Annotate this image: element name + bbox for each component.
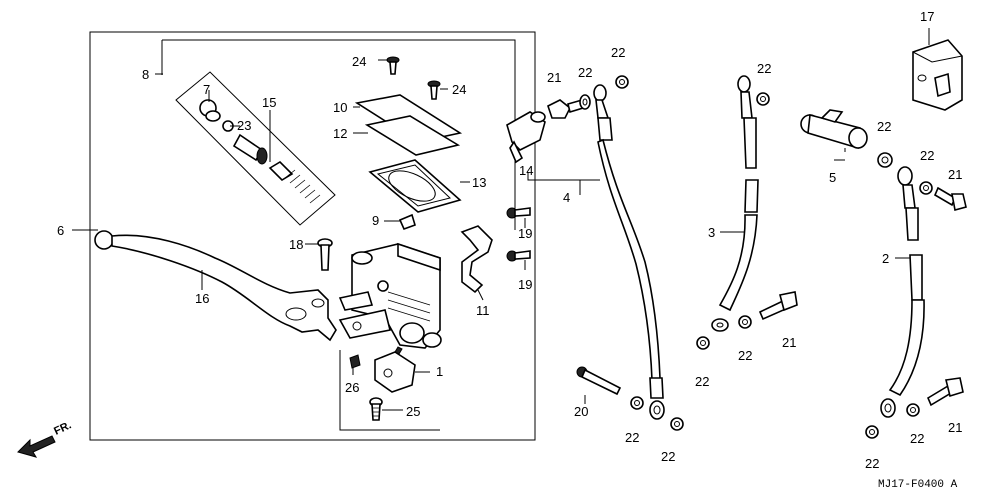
washer-22f [696, 336, 710, 350]
bolt-21a [547, 98, 584, 119]
callout-8: 8 [142, 67, 149, 82]
screw-26 [349, 354, 361, 369]
callout-6: 6 [57, 223, 64, 238]
callout-22h: 22 [625, 430, 639, 445]
callout-11: 11 [476, 303, 490, 318]
clip-9 [398, 213, 416, 231]
screw-25 [369, 397, 383, 421]
diagram-code: MJ17-F0400 A [878, 479, 958, 491]
callout-4: 4 [563, 190, 570, 205]
callout-21b: 21 [782, 335, 796, 350]
front-direction-arrow: FR. [17, 419, 73, 458]
bolt-20 [576, 366, 622, 396]
front-direction-label: FR. [52, 419, 73, 437]
callout-3: 3 [708, 225, 715, 240]
brake-lever-16 [94, 230, 337, 342]
bolt-21d [926, 377, 964, 407]
callout-22j: 22 [910, 431, 924, 446]
screw-24a [386, 56, 400, 75]
callout-22f: 22 [695, 374, 709, 389]
washer-22h [877, 152, 893, 168]
callout-22c: 22 [757, 61, 771, 76]
callout-1: 1 [436, 364, 443, 379]
washer-22j [906, 403, 920, 417]
callout-labels: 1 2 3 4 5 6 7 8 9 10 11 12 13 14 15 16 1… [57, 9, 962, 471]
callout-22k: 22 [865, 456, 879, 471]
callout-18: 18 [289, 237, 303, 252]
leader-lines [72, 28, 930, 411]
brake-hose-3 [711, 75, 759, 332]
washer-22k [865, 425, 879, 439]
bolt-21b [758, 291, 798, 321]
callout-5: 5 [829, 170, 836, 185]
washer-22e [756, 92, 770, 106]
brake-hose-4 [593, 84, 665, 420]
callout-21d: 21 [948, 420, 962, 435]
callout-10: 10 [333, 100, 347, 115]
three-way-joint-5 [800, 109, 868, 150]
callout-25: 25 [406, 404, 420, 419]
callout-9: 9 [372, 213, 379, 228]
callout-17: 17 [920, 9, 934, 24]
holder-11 [460, 225, 493, 294]
reservoir-cap [354, 94, 463, 213]
washer-22i [919, 181, 933, 195]
subassembly-8-frame [161, 39, 516, 230]
bracket-17 [912, 39, 963, 111]
callout-21c: 21 [948, 167, 962, 182]
callout-16: 16 [195, 291, 209, 306]
washer-22c [630, 396, 644, 410]
assembly-frame [89, 31, 536, 441]
callout-23: 23 [237, 118, 251, 133]
bolt-21c [933, 186, 967, 212]
callout-15: 15 [262, 95, 276, 110]
subassembly-switch-frame [339, 350, 440, 431]
callout-22b: 22 [578, 65, 592, 80]
callout-22g: 22 [738, 348, 752, 363]
callout-22d: 22 [877, 119, 891, 134]
bolt-19b [506, 250, 531, 262]
master-cylinder-body [338, 242, 442, 349]
washer-22b [615, 75, 629, 89]
callout-19a: 19 [518, 226, 532, 241]
washer-22g [738, 315, 752, 329]
screw-24b [427, 80, 441, 100]
callout-19b: 19 [518, 277, 532, 292]
callout-2: 2 [882, 251, 889, 266]
washer-22a [579, 94, 591, 110]
callout-24a: 24 [352, 54, 366, 69]
callout-13: 13 [472, 175, 486, 190]
callout-22e: 22 [920, 148, 934, 163]
brake-switch-1 [374, 346, 416, 393]
callout-12: 12 [333, 126, 347, 141]
bolt-18 [317, 238, 333, 271]
callout-22a: 22 [611, 45, 625, 60]
callout-20: 20 [574, 404, 588, 419]
callout-26: 26 [345, 380, 359, 395]
washer-22d [670, 417, 684, 431]
bolt-19a [506, 207, 531, 219]
piston-kit [175, 71, 336, 226]
brake-hose-2 [880, 166, 925, 418]
callout-24b: 24 [452, 82, 466, 97]
callout-22i: 22 [661, 449, 675, 464]
joint-14 [506, 111, 546, 164]
callout-14: 14 [519, 163, 533, 178]
callout-21a: 21 [547, 70, 561, 85]
callout-7: 7 [203, 82, 210, 97]
